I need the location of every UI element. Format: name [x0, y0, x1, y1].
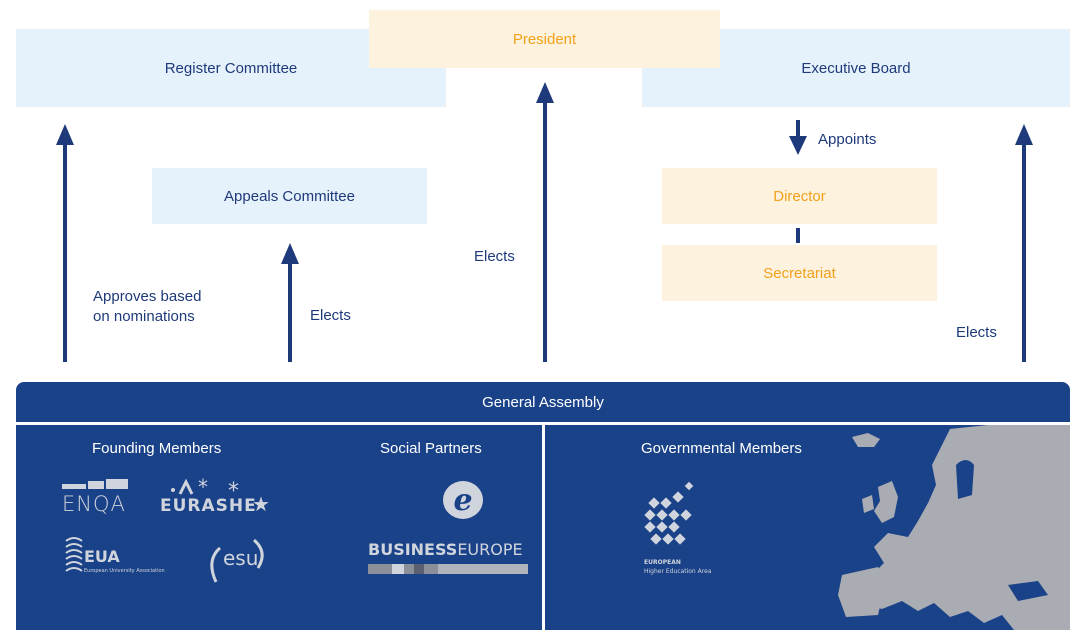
enqa-logo: ENQA	[62, 479, 132, 519]
general-assembly-divider	[16, 422, 1070, 425]
eurashe-logo: * * EURASHE ★	[160, 475, 270, 516]
ehea-logo: EUROPEAN Higher Education Area	[642, 477, 762, 583]
secretariat-box: Secretariat	[662, 245, 937, 301]
arrow-elects-board	[1015, 124, 1033, 362]
eurashe-star-icon: ★	[252, 492, 270, 516]
svg-text:*: *	[228, 479, 239, 500]
general-assembly-panel: General Assembly Founding Members Social…	[16, 382, 1070, 630]
social-partners-heading: Social Partners	[380, 440, 482, 457]
eua-logo: EUA European University Association	[64, 535, 184, 583]
arrow-elects-president	[536, 82, 554, 362]
elects-appeals-label: Elects	[310, 307, 351, 324]
appeals-committee-label: Appeals Committee	[224, 187, 355, 205]
elects-president-label: Elects	[474, 248, 515, 265]
approves-label: Approves based on nominations	[93, 288, 202, 325]
general-assembly-title: General Assembly	[482, 393, 604, 411]
governmental-divider	[542, 425, 545, 630]
europe-map	[838, 425, 1070, 630]
founding-members-heading: Founding Members	[92, 440, 222, 457]
arrow-appoints	[789, 120, 807, 155]
arrow-elects-appeals	[281, 243, 299, 362]
director-box: Director	[662, 168, 937, 224]
svg-text:e: e	[453, 483, 472, 518]
social-partner-e-logo: e	[440, 477, 486, 523]
president-box: President	[369, 10, 720, 68]
esu-logo: esu	[206, 532, 276, 588]
executive-board-label: Executive Board	[801, 59, 911, 77]
appoints-label: Appoints	[818, 131, 877, 148]
businesseurope-logo: BUSINESSEUROPE	[368, 540, 533, 574]
arrow-approves	[56, 124, 74, 362]
appeals-committee-box: Appeals Committee	[152, 168, 427, 224]
svg-text:*: *	[198, 475, 208, 499]
governmental-members-heading: Governmental Members	[641, 440, 802, 457]
president-label: President	[512, 30, 577, 48]
register-committee-label: Register Committee	[164, 59, 298, 77]
elects-board-label: Elects	[956, 324, 997, 341]
director-label: Director	[773, 187, 826, 205]
secretariat-label: Secretariat	[763, 264, 836, 282]
